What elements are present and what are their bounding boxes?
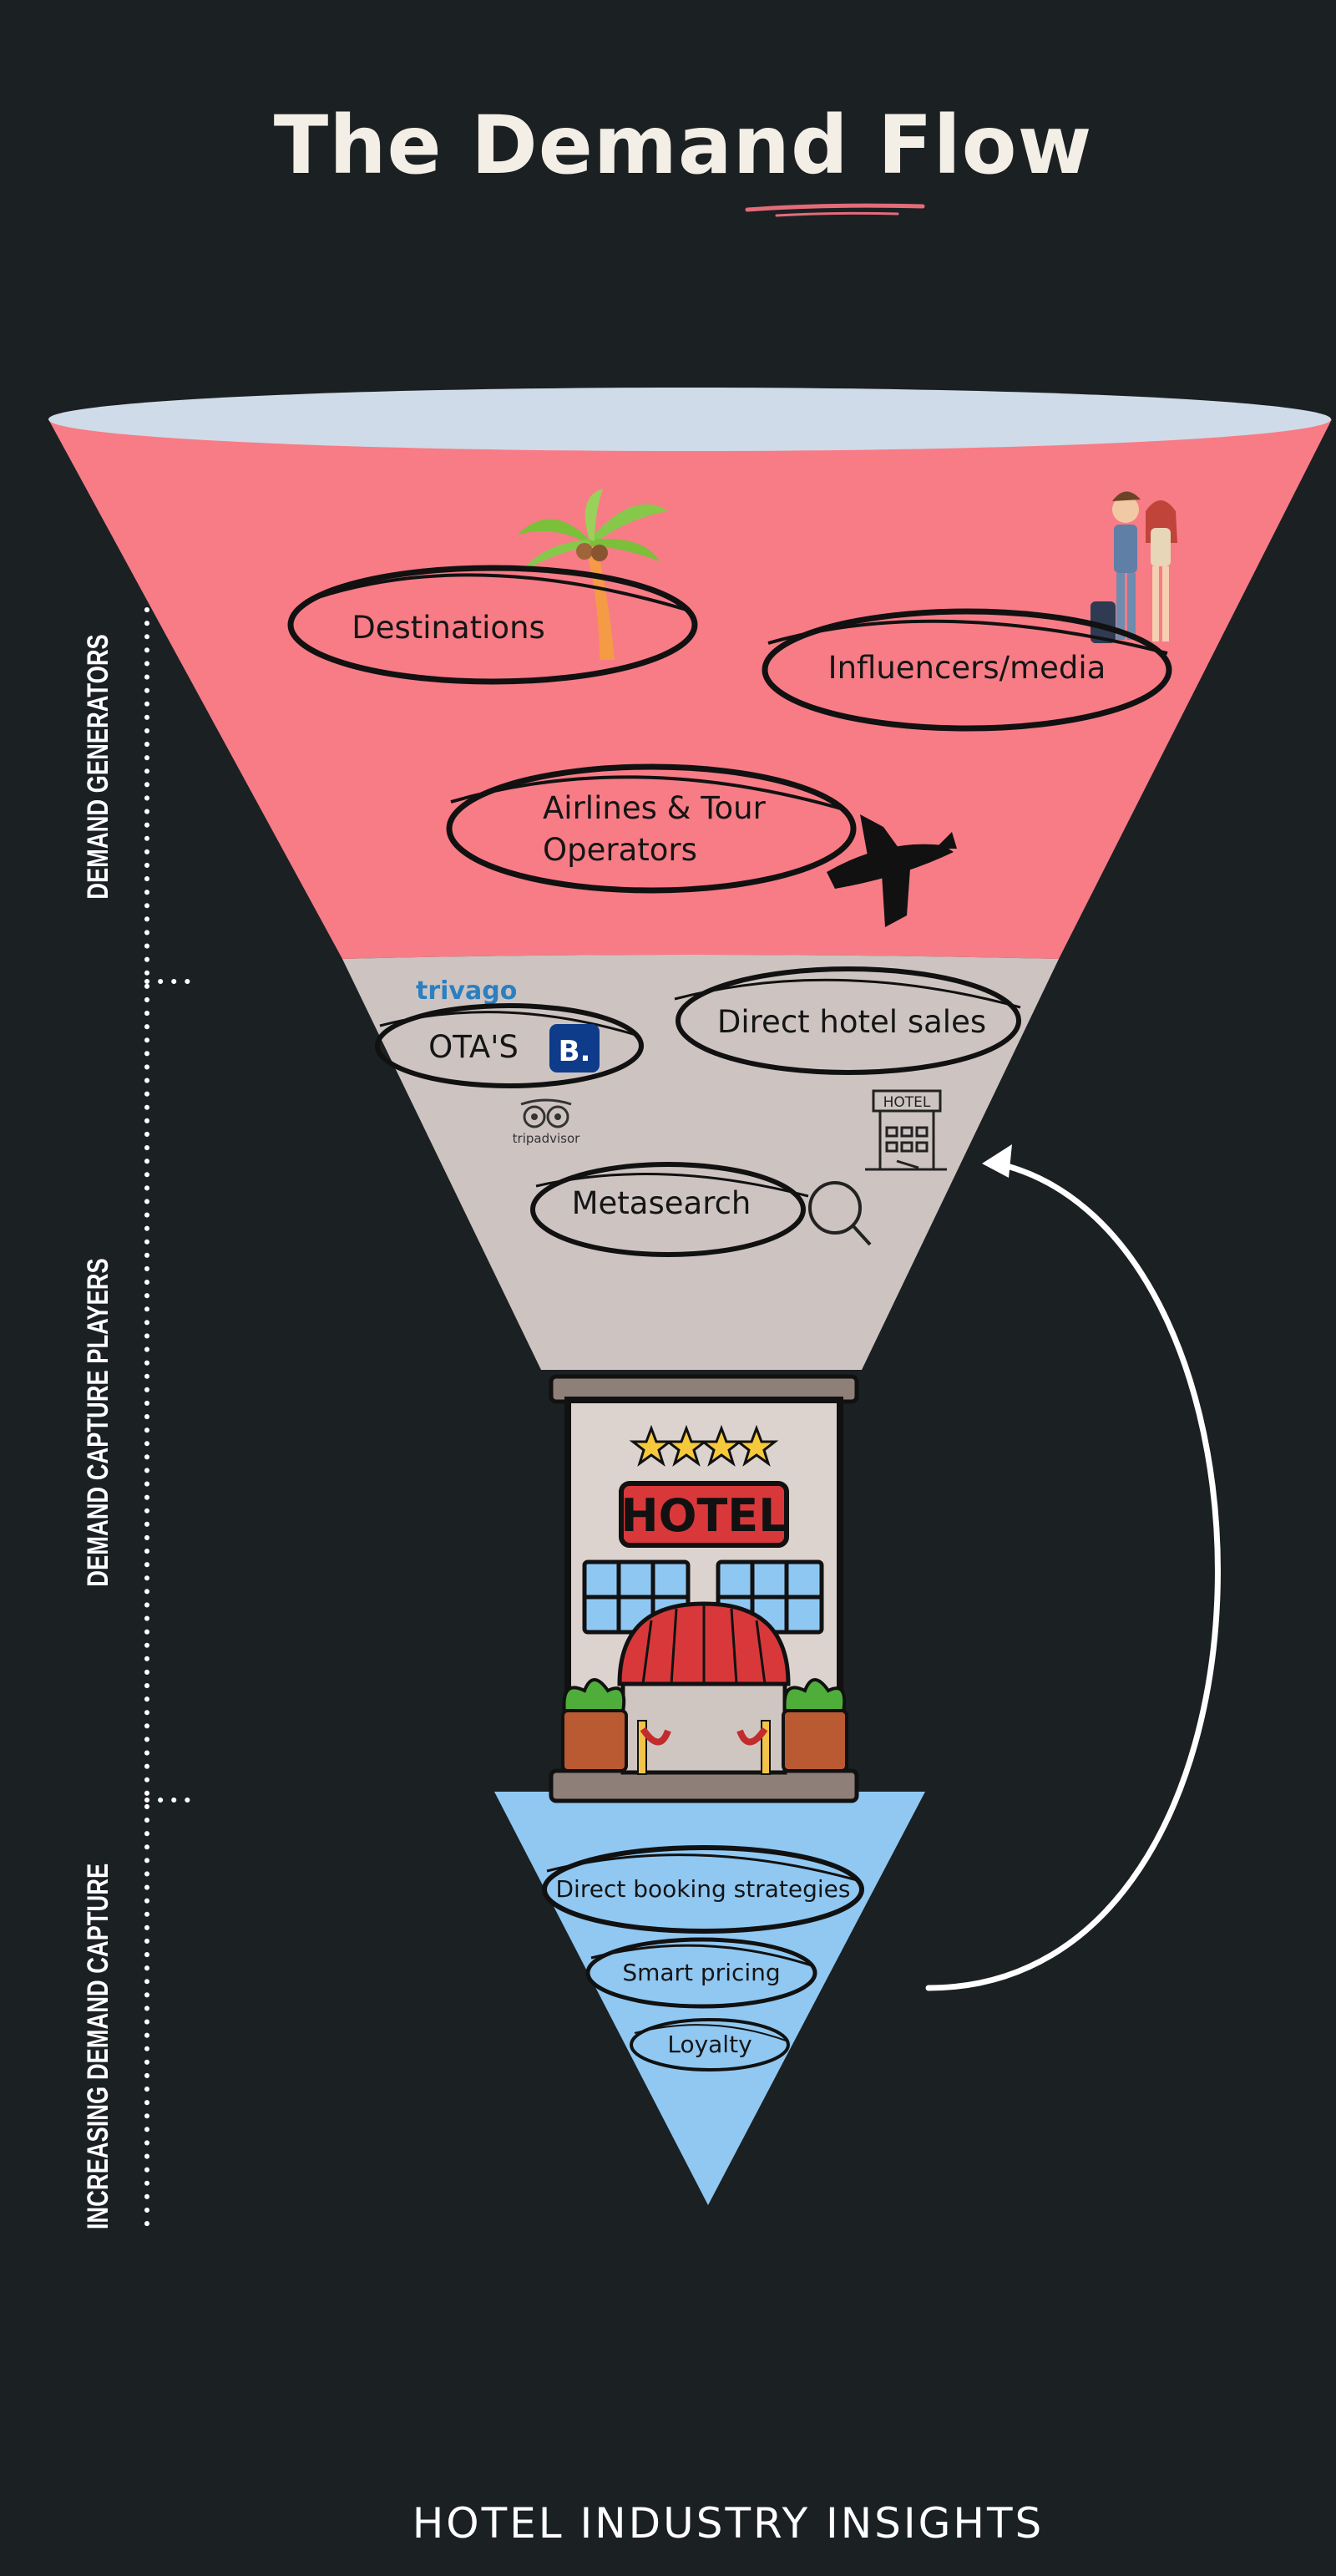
loyalty-label: Loyalty	[667, 2031, 752, 2058]
feedback-arrow	[925, 1159, 1221, 1991]
airplane-icon	[827, 814, 957, 927]
booking-logo	[549, 1024, 600, 1072]
destinations-label: Destinations	[352, 610, 545, 646]
arrow-head-icon	[982, 1144, 1012, 1178]
influencers-label: Influencers/media	[828, 650, 1106, 686]
hotel-building-sign: HOTEL	[883, 1094, 931, 1111]
airlines-label-line-2: Operators	[543, 832, 697, 868]
demand-generators-label: DEMAND GENERATORS	[82, 634, 114, 900]
hotel-building-icon	[865, 1089, 947, 1171]
increasing-demand-capture-label: INCREASING DEMAND CAPTURE	[82, 1863, 114, 2230]
booking-logo-text: B.	[559, 1035, 591, 1068]
smart-pricing-label: Smart pricing	[622, 1959, 780, 1986]
tripadvisor-owl-icon	[520, 1098, 572, 1128]
rope-barrier-icon	[637, 1720, 771, 1775]
footer-brand: HOTEL INDUSTRY INSIGHTS	[412, 2499, 1045, 2548]
demand-capture-players-label: DEMAND CAPTURE PLAYERS	[82, 1258, 114, 1587]
magnifier-icon	[808, 1181, 872, 1246]
funnel-rim	[48, 388, 1331, 451]
airlines-bubble	[446, 763, 857, 894]
title-underline	[745, 203, 925, 217]
metasearch-label: Metasearch	[572, 1185, 752, 1221]
direct-booking-bubble	[542, 1845, 864, 1934]
capture-band	[342, 955, 1059, 1370]
influencers-bubble	[762, 608, 1172, 732]
plant-pot-icon	[561, 1678, 848, 1772]
smart-pricing-bubble	[585, 1937, 817, 2009]
ota-label: OTA'S	[428, 1029, 519, 1065]
trivago-logo: trivago	[416, 976, 517, 1006]
loyalty-bubble	[630, 2018, 790, 2071]
travelers-icon	[1091, 491, 1177, 643]
palm-tree-icon	[518, 489, 668, 660]
page-title: The Demand Flow	[273, 99, 1093, 192]
generators-band	[48, 419, 1332, 959]
strategy-cone	[494, 1792, 925, 2205]
tripadvisor-logo: tripadvisor	[513, 1131, 580, 1146]
destinations-bubble	[287, 565, 698, 685]
direct-sales-bubble	[674, 966, 1021, 1075]
direct-booking-label: Direct booking strategies	[556, 1875, 851, 1903]
hotel-illustration: HOTEL	[549, 1374, 859, 1803]
star-icon	[629, 1424, 779, 1467]
ota-bubble	[375, 1003, 644, 1088]
hotel-sign: HOTEL	[620, 1489, 787, 1542]
direct-sales-label: Direct hotel sales	[717, 1004, 986, 1040]
section-dividers	[144, 607, 191, 2233]
metasearch-bubble	[530, 1162, 809, 1257]
airlines-label-line-1: Airlines & Tour	[543, 790, 767, 826]
